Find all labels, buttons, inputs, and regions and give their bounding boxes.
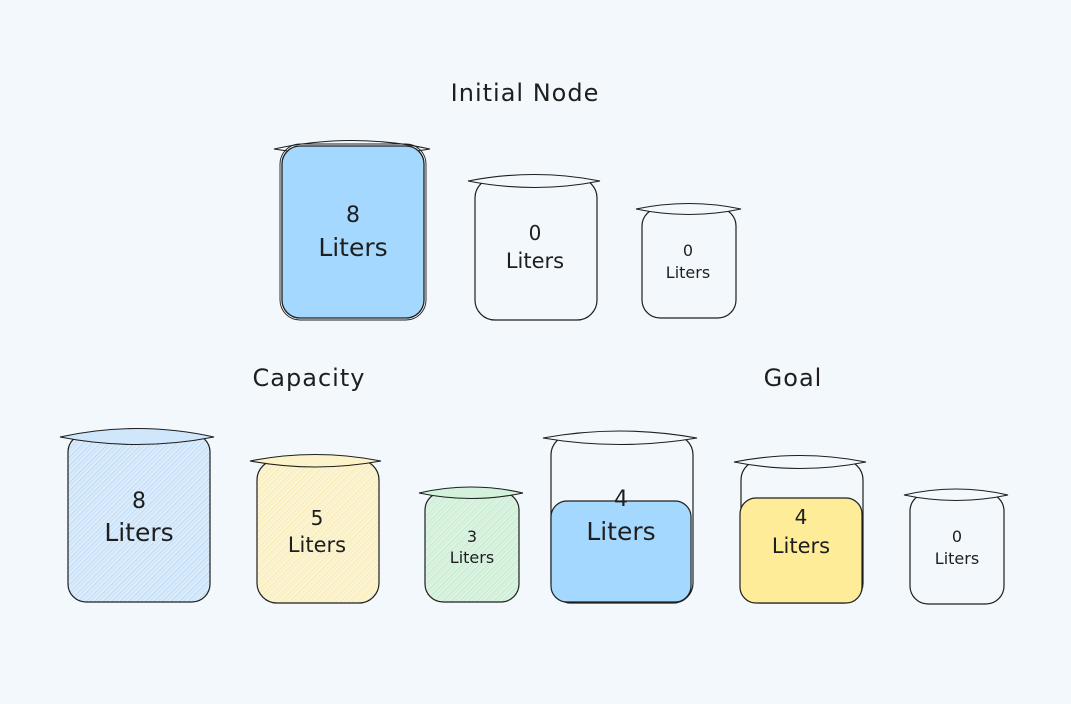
- capacity-jug-3-value: 3: [467, 527, 477, 546]
- goal-jug-2-water: [739, 497, 863, 604]
- goal-jug-2: 4 Liters: [733, 454, 867, 604]
- capacity-jug-5-value: 5: [311, 506, 324, 530]
- goal-jug-1-water: [550, 500, 692, 603]
- capacity-title: Capacity: [253, 364, 366, 392]
- initial-jug-3-unit: Liters: [666, 263, 710, 282]
- capacity-jug-8-value: 8: [132, 489, 146, 514]
- goal-jug-3: 0 Liters: [903, 488, 1009, 605]
- initial-jug-3: 0 Liters: [635, 202, 742, 319]
- initial-jug-2-value: 0: [529, 221, 542, 245]
- capacity-jug-8: 8 Liters: [59, 428, 215, 603]
- initial-jug-1-value: 8: [346, 203, 360, 228]
- initial-jug-1: 8 Liters: [273, 140, 431, 321]
- goal-jug-2-value: 4: [795, 505, 808, 529]
- capacity-jug-8-unit: Liters: [104, 518, 173, 547]
- initial-jug-2: 0 Liters: [467, 173, 601, 321]
- capacity-jug-5-unit: Liters: [288, 533, 346, 557]
- initial-jug-3-value: 0: [683, 241, 693, 260]
- initial-jug-1-water: [281, 145, 425, 319]
- capacity-jug-3: 3 Liters: [418, 486, 524, 603]
- goal-jug-1-unit: Liters: [586, 517, 655, 546]
- capacity-jug-3-unit: Liters: [450, 548, 494, 567]
- goal-title: Goal: [764, 364, 823, 392]
- initial-jug-1-unit: Liters: [318, 233, 387, 262]
- goal-jug-1-value: 4: [614, 487, 628, 512]
- capacity-jug-5: 5 Liters: [249, 453, 382, 604]
- goal-jug-3-unit: Liters: [935, 549, 979, 568]
- initial-jug-2-unit: Liters: [506, 249, 564, 273]
- initial-node-title: Initial Node: [451, 79, 600, 107]
- goal-jug-1: 4 Liters: [542, 430, 698, 604]
- goal-jug-3-value: 0: [952, 527, 962, 546]
- goal-jug-2-unit: Liters: [772, 534, 830, 558]
